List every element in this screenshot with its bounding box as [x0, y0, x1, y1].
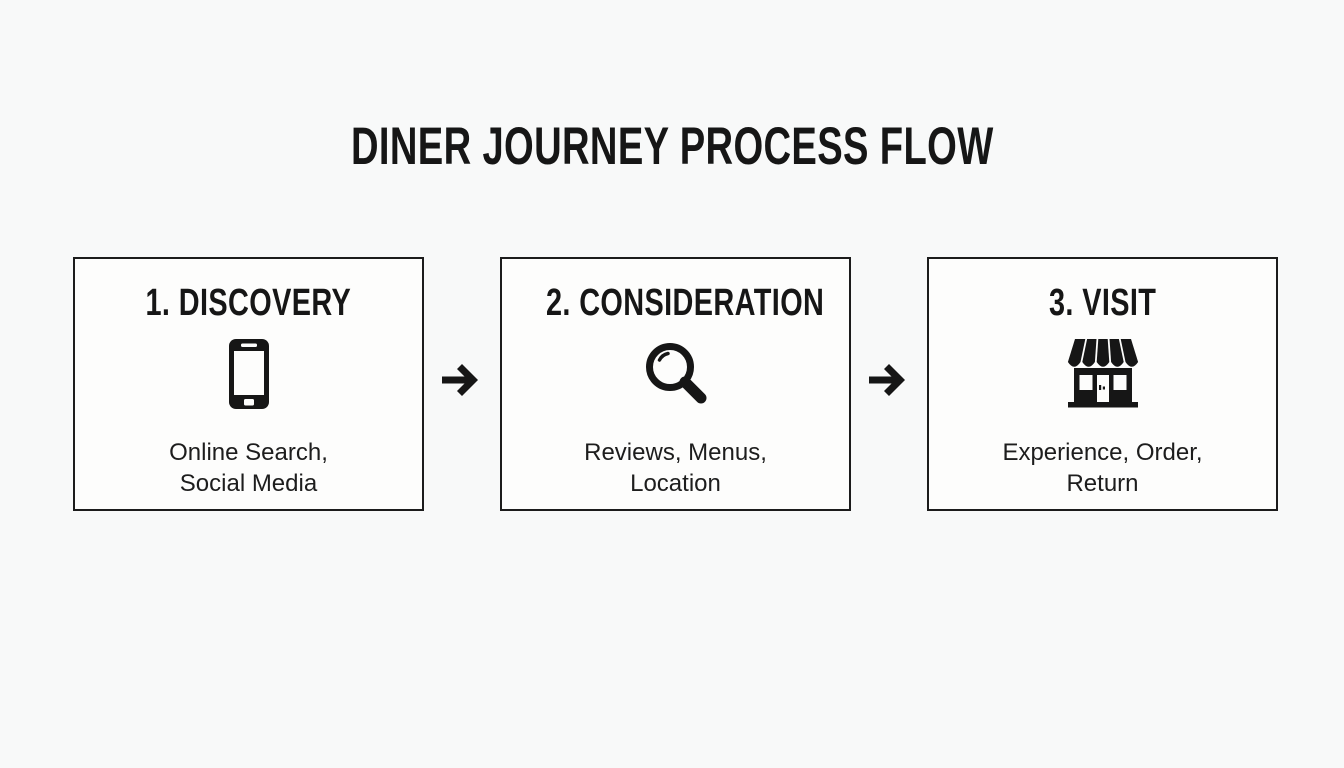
step-heading-text: 3. VISIT [1048, 282, 1157, 324]
arrow-right-icon [439, 360, 485, 400]
storefront-icon [1065, 338, 1141, 410]
diagram-title-text: DINER JOURNEY PROCESS FLOW [350, 117, 994, 176]
smartphone-icon [228, 338, 270, 410]
step-description: Experience, Order, Return [1002, 439, 1203, 497]
step-box-visit: 3. VISIT Exper [927, 257, 1278, 511]
arrow-right-icon [866, 360, 912, 400]
step-heading-text: 1. DISCOVERY [145, 282, 352, 324]
step-box-consideration: 2. CONSIDERATION Reviews, Menus, Locatio… [500, 257, 851, 511]
step-heading: 2. CONSIDERATION [502, 281, 849, 325]
step-description: Online Search, Social Media [169, 439, 328, 497]
diagram-title: DINER JOURNEY PROCESS FLOW [0, 120, 1344, 173]
step-box-discovery: 1. DISCOVERY Online Search, Social Media [73, 257, 424, 511]
magnifying-glass-icon [641, 338, 711, 410]
step-heading: 1. DISCOVERY [75, 281, 422, 325]
step-description: Reviews, Menus, Location [584, 439, 767, 497]
step-heading: 3. VISIT [929, 281, 1276, 325]
step-heading-text: 2. CONSIDERATION [545, 282, 825, 324]
